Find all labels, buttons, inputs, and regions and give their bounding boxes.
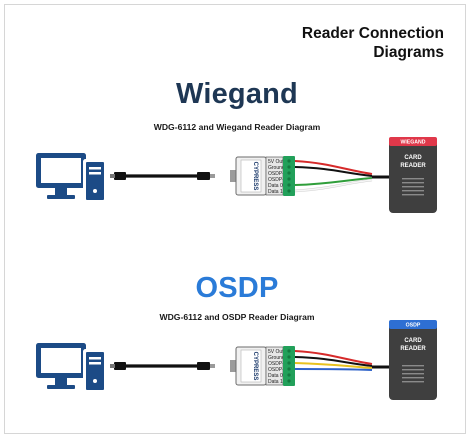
pin-label: 5V Out xyxy=(268,349,284,355)
device-brand-label: CYPRESS xyxy=(252,162,258,191)
wdg-6112-device: CYPRESS 5V Out Ground OSDP+ OSDP- Data 0… xyxy=(230,156,295,196)
pin-label: Ground xyxy=(268,355,285,361)
pin-label: OSDP- xyxy=(268,367,284,373)
reader-label: READER xyxy=(400,346,426,352)
computer-icon xyxy=(36,343,107,393)
usb-cable xyxy=(110,172,215,180)
osdp-card-reader: OSDP CARD READER xyxy=(389,320,437,400)
computer-icon xyxy=(36,153,107,203)
wiegand-reader-badge: WIEGAND xyxy=(400,140,425,146)
wiegand-row: CYPRESS 5V Out Ground OSDP+ OSDP- Data 0… xyxy=(36,137,437,213)
reader-label: READER xyxy=(400,163,426,169)
pin-label: OSDP+ xyxy=(268,171,285,177)
wiegand-subtitle: WDG-6112 and Wiegand Reader Diagram xyxy=(153,122,321,132)
pin-label: Data 1 xyxy=(268,189,283,195)
reader-label: CARD xyxy=(404,155,422,161)
pin-label: Data 1 xyxy=(268,379,283,385)
pin-label: 5V Out xyxy=(268,159,284,165)
usb-cable xyxy=(110,362,215,370)
wdg-6112-device: CYPRESS 5V Out Ground OSDP+ OSDP- Data 0… xyxy=(230,346,295,386)
pin-label: Data 0 xyxy=(268,183,283,189)
pin-label: OSDP- xyxy=(268,177,284,183)
osdp-heading: OSDP xyxy=(195,272,279,304)
wiegand-card-reader: WIEGAND CARD READER xyxy=(389,137,437,213)
pin-label: OSDP+ xyxy=(268,361,285,367)
wiegand-heading: Wiegand xyxy=(176,78,298,110)
pin-label: Data 0 xyxy=(268,373,283,379)
osdp-reader-badge: OSDP xyxy=(406,323,421,329)
osdp-row: CYPRESS 5V Out Ground OSDP+ OSDP- Data 0… xyxy=(36,320,437,400)
wiegand-wires xyxy=(294,160,391,193)
osdp-subtitle: WDG-6112 and OSDP Reader Diagram xyxy=(159,312,315,322)
osdp-wires xyxy=(294,350,391,371)
reader-label: CARD xyxy=(404,338,422,344)
device-brand-label: CYPRESS xyxy=(252,352,258,381)
pin-label: Ground xyxy=(268,165,285,171)
page-title-line1: Reader Connection xyxy=(301,25,444,42)
page-title: Reader Connection Diagrams xyxy=(254,24,444,62)
page-title-line2: Diagrams xyxy=(373,44,444,61)
